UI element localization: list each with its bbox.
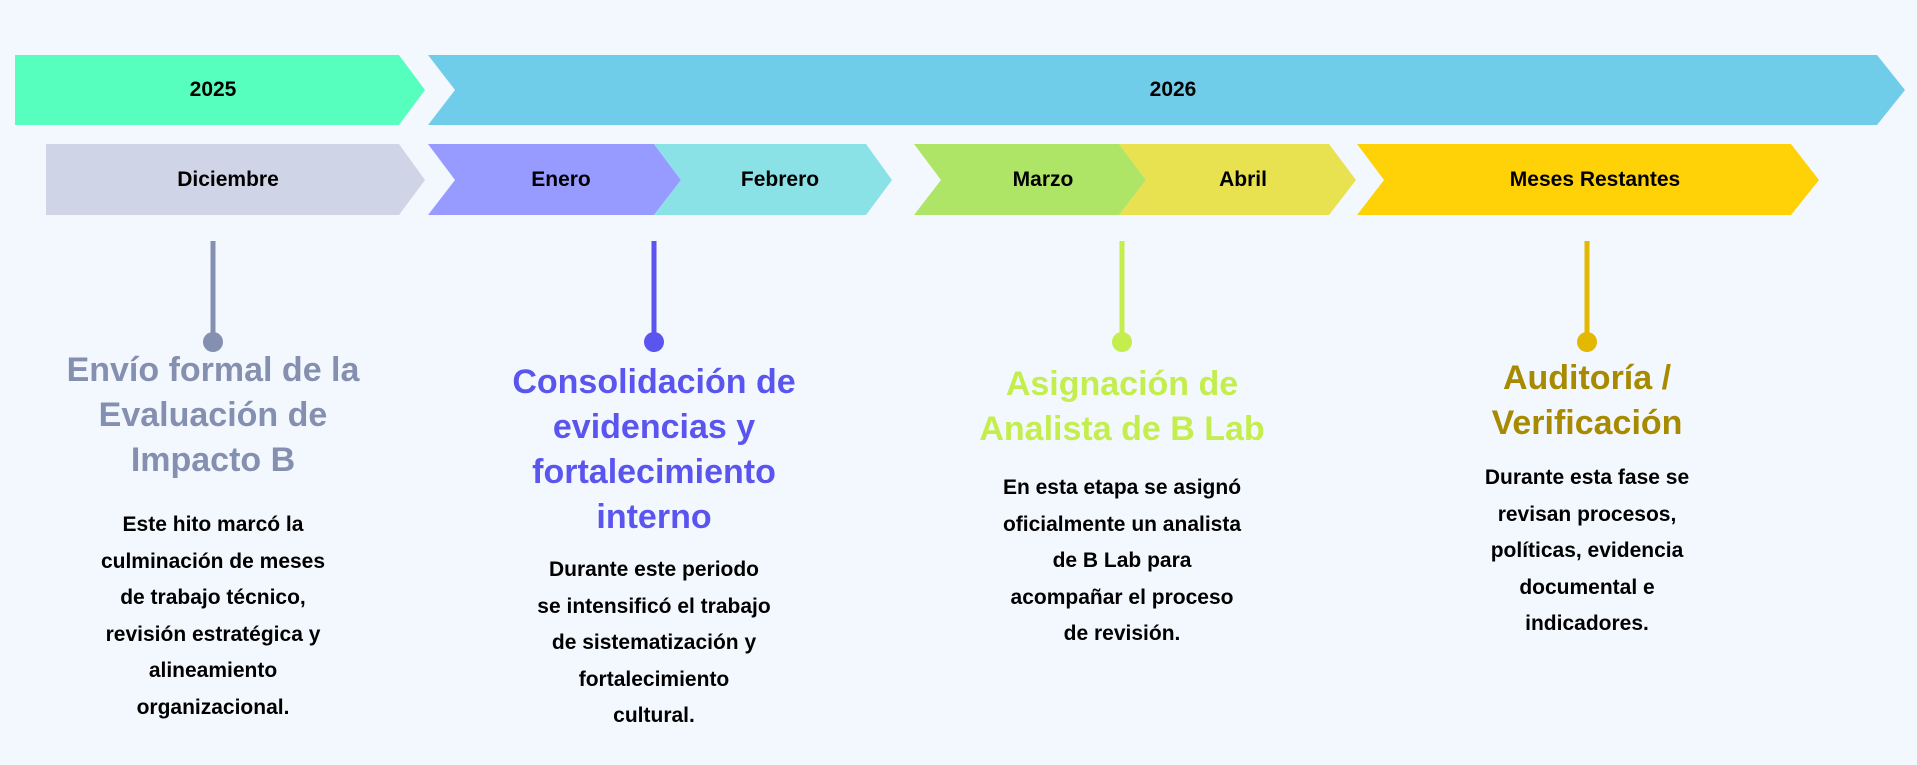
- milestone-dot: [644, 332, 664, 352]
- milestone-description-line: de revisión.: [1063, 622, 1181, 645]
- milestone-stem: [1119, 241, 1125, 341]
- milestone-description-line: indicadores.: [1525, 612, 1649, 635]
- milestone-title-line: Consolidación de: [512, 363, 796, 401]
- month-label-abril: Abril: [1219, 168, 1267, 191]
- milestone-title-line: Verificación: [1491, 404, 1683, 442]
- month-label-febrero: Febrero: [740, 168, 820, 191]
- year-label-2026: 2026: [1149, 78, 1197, 101]
- milestone-title-line: Analista de B Lab: [979, 410, 1265, 448]
- milestone-title-line: Impacto B: [130, 441, 296, 479]
- milestone-title: Auditoría / Verificación: [1387, 356, 1787, 446]
- milestone-description-line: de trabajo técnico,: [120, 586, 306, 609]
- month-label-diciembre: Diciembre: [177, 168, 279, 191]
- milestone-title-line: Auditoría /: [1502, 359, 1672, 397]
- month-label-marzo: Marzo: [1012, 168, 1074, 191]
- milestone-dot: [1112, 332, 1132, 352]
- month-label-meses-restantes: Meses Restantes: [1509, 168, 1681, 191]
- milestone-stem: [1584, 241, 1590, 341]
- milestone-description-line: revisan procesos,: [1497, 502, 1677, 526]
- milestone-description-line: culminación de meses: [100, 549, 326, 573]
- milestone-dot: [1577, 332, 1597, 352]
- milestone-stem: [210, 241, 216, 341]
- milestone-description-line: alineamiento: [148, 659, 278, 682]
- year-arrow-2026: [428, 55, 1905, 125]
- milestone-title-line: evidencias y: [552, 408, 756, 446]
- year-label-2025: 2025: [189, 78, 237, 101]
- month-arrow-diciembre: [46, 144, 425, 215]
- milestone-description-line: políticas, evidencia: [1490, 539, 1684, 562]
- milestone-title: Consolidación de evidencias y fortalecimie…: [454, 360, 854, 540]
- year-arrow-2025: [15, 55, 425, 125]
- milestone-description: Durante esta fase se revisan procesos, pol…: [1407, 460, 1767, 643]
- milestone-description-line: cultural.: [613, 704, 695, 727]
- month-label-enero: Enero: [531, 168, 591, 191]
- milestone-description-line: En esta etapa se asignó: [1002, 476, 1242, 499]
- milestone-description-line: Durante este periodo: [548, 558, 760, 581]
- milestone-title-line: Envío formal de la: [66, 351, 360, 389]
- milestone-description-line: fortalecimiento: [578, 667, 730, 691]
- milestone-description: Este hito marcó la culminación de meses de…: [33, 507, 393, 726]
- month-arrow-enero: [428, 144, 681, 215]
- milestone-title-line: interno: [596, 498, 712, 536]
- milestone-description-line: organizacional.: [136, 695, 290, 719]
- milestone-title-line: fortalecimiento: [532, 453, 776, 491]
- milestone-description-line: se intensificó el trabajo: [537, 594, 771, 618]
- milestone-description-line: acompañar el proceso: [1010, 585, 1234, 609]
- milestone-title-line: Asignación de: [1005, 365, 1239, 403]
- milestone-description: Durante este periodo se intensificó el tr…: [474, 552, 834, 735]
- milestone-description-line: Este hito marcó la: [122, 513, 304, 536]
- month-arrow-marzo: [914, 144, 1146, 215]
- milestone-description-line: de B Lab para: [1052, 549, 1192, 572]
- milestone-description-line: Durante esta fase se: [1484, 466, 1690, 489]
- milestone-description-line: oficialmente un analista: [1002, 512, 1242, 536]
- month-arrow-meses-restantes: [1357, 144, 1819, 215]
- milestone-description-line: de sistematización y: [551, 631, 757, 654]
- milestone-description: En esta etapa se asignó oficialmente un a…: [942, 470, 1302, 653]
- milestone-description-line: revisión estratégica y: [105, 622, 321, 646]
- milestone-title-line: Evaluación de: [98, 396, 328, 434]
- milestone-title: Envío formal de la Evaluación de Impacto B: [13, 348, 413, 483]
- milestone-dot: [203, 332, 223, 352]
- month-arrow-abril: [1119, 144, 1356, 215]
- milestone-stem: [651, 241, 657, 341]
- milestone-description-line: documental e: [1519, 575, 1655, 599]
- month-arrow-febrero: [654, 144, 892, 215]
- milestone-title: Asignación de Analista de B Lab: [922, 362, 1322, 452]
